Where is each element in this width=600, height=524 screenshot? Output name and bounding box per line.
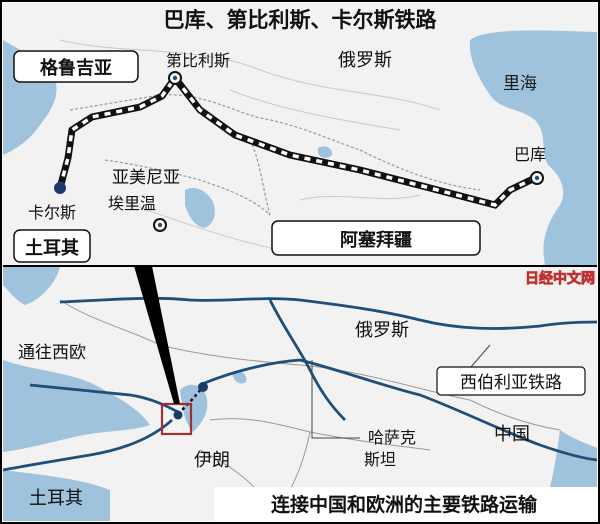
route-start-marker (173, 410, 183, 420)
to-europe-label: 通往西欧 (18, 343, 86, 363)
azerbaijan-box (271, 220, 481, 256)
caption-background (214, 487, 597, 521)
georgia-label: 格鲁吉亚 (40, 57, 112, 79)
china-label: 中国 (494, 424, 530, 445)
armenia-label: 亚美尼亚 (112, 168, 180, 188)
watermark: 日经中文网 (525, 270, 595, 287)
route-end-marker (198, 382, 208, 392)
small-lake (318, 146, 333, 158)
title: 巴库、第比利斯、卡尔斯铁路 (164, 8, 438, 32)
georgia-box (13, 50, 139, 83)
bottom-overview-map: 通往西欧 俄罗斯 西伯利亚铁路 哈萨克 斯坦 中国 伊朗 土耳其 连接中国和欧洲… (2, 266, 598, 521)
yerevan-label: 埃里温 (108, 194, 156, 213)
caspian-small (180, 384, 208, 432)
central-asia-railway (268, 299, 346, 421)
turkey-label-top: 土耳其 (25, 238, 79, 259)
mediterranean (3, 470, 110, 521)
tbilisi-label: 第比利斯 (166, 51, 230, 70)
baku-marker-dot (534, 175, 540, 181)
russia-label-top: 俄罗斯 (338, 50, 392, 71)
iran-label: 伊朗 (194, 450, 230, 471)
caspian-label: 里海 (503, 74, 537, 94)
top-inset-map: 巴库、第比利斯、卡尔斯铁路 格鲁吉亚 土耳其 阿塞拜疆 第比利斯 俄罗斯 里海 … (3, 3, 597, 265)
yerevan-marker-dot (157, 222, 163, 228)
turkey-railway (2, 418, 173, 472)
tbilisi-marker-dot (172, 75, 178, 81)
trans-siberian-label: 西伯利亚铁路 (460, 373, 562, 393)
china-railway (199, 358, 598, 462)
caspian-sea (469, 30, 597, 265)
callout-pointer (134, 266, 180, 404)
country-borders-top (69, 94, 481, 216)
kars-label: 卡尔斯 (28, 203, 76, 222)
baku-label: 巴库 (514, 145, 546, 164)
northern-water (3, 267, 60, 305)
railway-line-inner (58, 75, 536, 207)
turkey-box (13, 229, 91, 263)
relief (59, 39, 441, 251)
kazakhstan-label-2: 斯坦 (364, 450, 396, 469)
kars-marker (54, 182, 66, 194)
trans-siberian-railway (59, 296, 598, 330)
russia-label-bottom: 俄罗斯 (355, 320, 409, 341)
trans-siberian-leader (469, 344, 491, 369)
lake-sevan (185, 188, 215, 228)
trans-siberian-box (436, 366, 586, 396)
turkey-label-bottom: 土耳其 (29, 488, 83, 509)
kazakhstan-label-1: 哈萨克 (368, 428, 416, 447)
aral-sea (232, 370, 247, 384)
kazakhstan-leader (311, 360, 360, 439)
caption: 连接中国和欧洲的主要铁路运输 (271, 493, 538, 516)
black-sea-region (3, 360, 150, 452)
azerbaijan-label: 阿塞拜疆 (340, 229, 412, 251)
